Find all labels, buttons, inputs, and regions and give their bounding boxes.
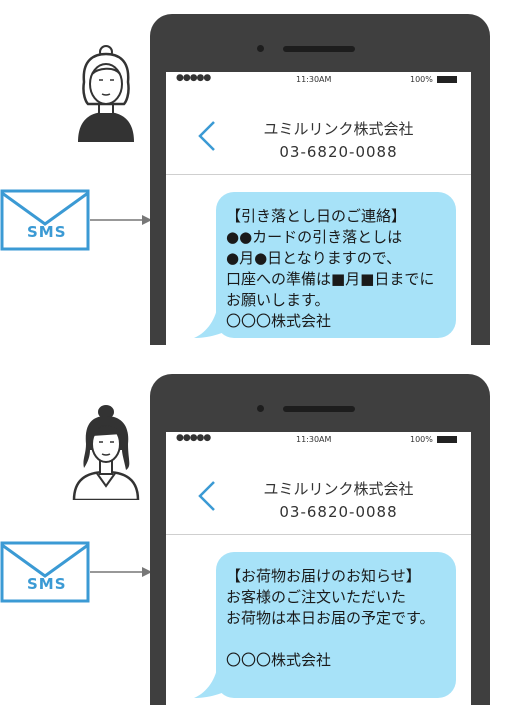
sender-phone: 03-6820-0088 — [279, 503, 398, 521]
message-line: 【お荷物お届けのお知らせ】 — [226, 567, 421, 585]
sms-example-panel-2: SMS ●●●●● 11:30AM 100% ユミルリンク株式会社 03-682… — [0, 360, 505, 705]
message-bubble: 【引き落とし日のご連絡】 ●●カードの引き落としは ●月●日となりますので、 口… — [216, 192, 456, 338]
message-line: 【引き落とし日のご連絡】 — [226, 207, 407, 225]
battery-icon — [437, 436, 457, 443]
message-line: 口座への準備は■月■日までに — [226, 270, 435, 288]
battery-percent: 100% — [410, 75, 433, 84]
message-line: お荷物は本日お届の予定です。 — [226, 609, 435, 627]
sms-envelope-icon: SMS — [0, 540, 92, 606]
older-woman-avatar-icon — [78, 45, 134, 142]
message-bubble: 【お荷物お届けのお知らせ】 お客様のご注文いただいた お荷物は本日お届の予定です… — [216, 552, 456, 698]
message-line: お願いします。 — [226, 291, 330, 309]
battery-icon — [437, 76, 457, 83]
battery-percent: 100% — [410, 435, 433, 444]
sender-name: ユミルリンク株式会社 — [263, 480, 414, 498]
message-line: 〇〇〇株式会社 — [226, 651, 332, 669]
phone-speaker — [283, 46, 355, 52]
phone-camera — [257, 45, 264, 52]
sms-label: SMS — [27, 223, 67, 241]
status-time: 11:30AM — [296, 435, 332, 444]
sms-envelope-icon: SMS — [0, 188, 92, 254]
sender-name: ユミルリンク株式会社 — [263, 120, 414, 138]
message-line: 〇〇〇株式会社 — [226, 312, 332, 330]
back-chevron-icon[interactable] — [196, 118, 218, 154]
message-text: 【お荷物お届けのお知らせ】 お客様のご注文いただいた お荷物は本日お届の予定です… — [226, 566, 454, 671]
arrow-right-icon — [90, 215, 152, 225]
message-line: ●月●日となりますので、 — [226, 249, 402, 267]
status-time: 11:30AM — [296, 75, 332, 84]
young-woman-avatar-icon — [72, 405, 140, 500]
signal-indicator: ●●●●● — [176, 73, 211, 83]
message-line: ●●カードの引き落としは — [226, 228, 403, 246]
status-bar: ●●●●● 11:30AM 100% — [166, 432, 471, 448]
smartphone-frame: ●●●●● 11:30AM 100% ユミルリンク株式会社 03-6820-00… — [150, 14, 490, 345]
message-line — [226, 629, 454, 650]
phone-screen: ●●●●● 11:30AM 100% ユミルリンク株式会社 03-6820-00… — [166, 72, 471, 345]
message-text: 【引き落とし日のご連絡】 ●●カードの引き落としは ●月●日となりますので、 口… — [226, 206, 454, 332]
conversation-header: ユミルリンク株式会社 03-6820-0088 — [166, 448, 471, 535]
sender-phone: 03-6820-0088 — [279, 143, 398, 161]
message-line: お客様のご注文いただいた — [226, 588, 407, 606]
smartphone-frame: ●●●●● 11:30AM 100% ユミルリンク株式会社 03-6820-00… — [150, 374, 490, 705]
status-bar: ●●●●● 11:30AM 100% — [166, 72, 471, 88]
signal-indicator: ●●●●● — [176, 433, 211, 443]
sms-label: SMS — [27, 575, 67, 593]
conversation-header: ユミルリンク株式会社 03-6820-0088 — [166, 88, 471, 175]
sms-example-panel-1: SMS ●●●●● 11:30AM 100% ユミルリンク株式会社 03-682… — [0, 0, 505, 345]
phone-screen: ●●●●● 11:30AM 100% ユミルリンク株式会社 03-6820-00… — [166, 432, 471, 705]
arrow-right-icon — [90, 567, 152, 577]
phone-camera — [257, 405, 264, 412]
back-chevron-icon[interactable] — [196, 478, 218, 514]
phone-speaker — [283, 406, 355, 412]
